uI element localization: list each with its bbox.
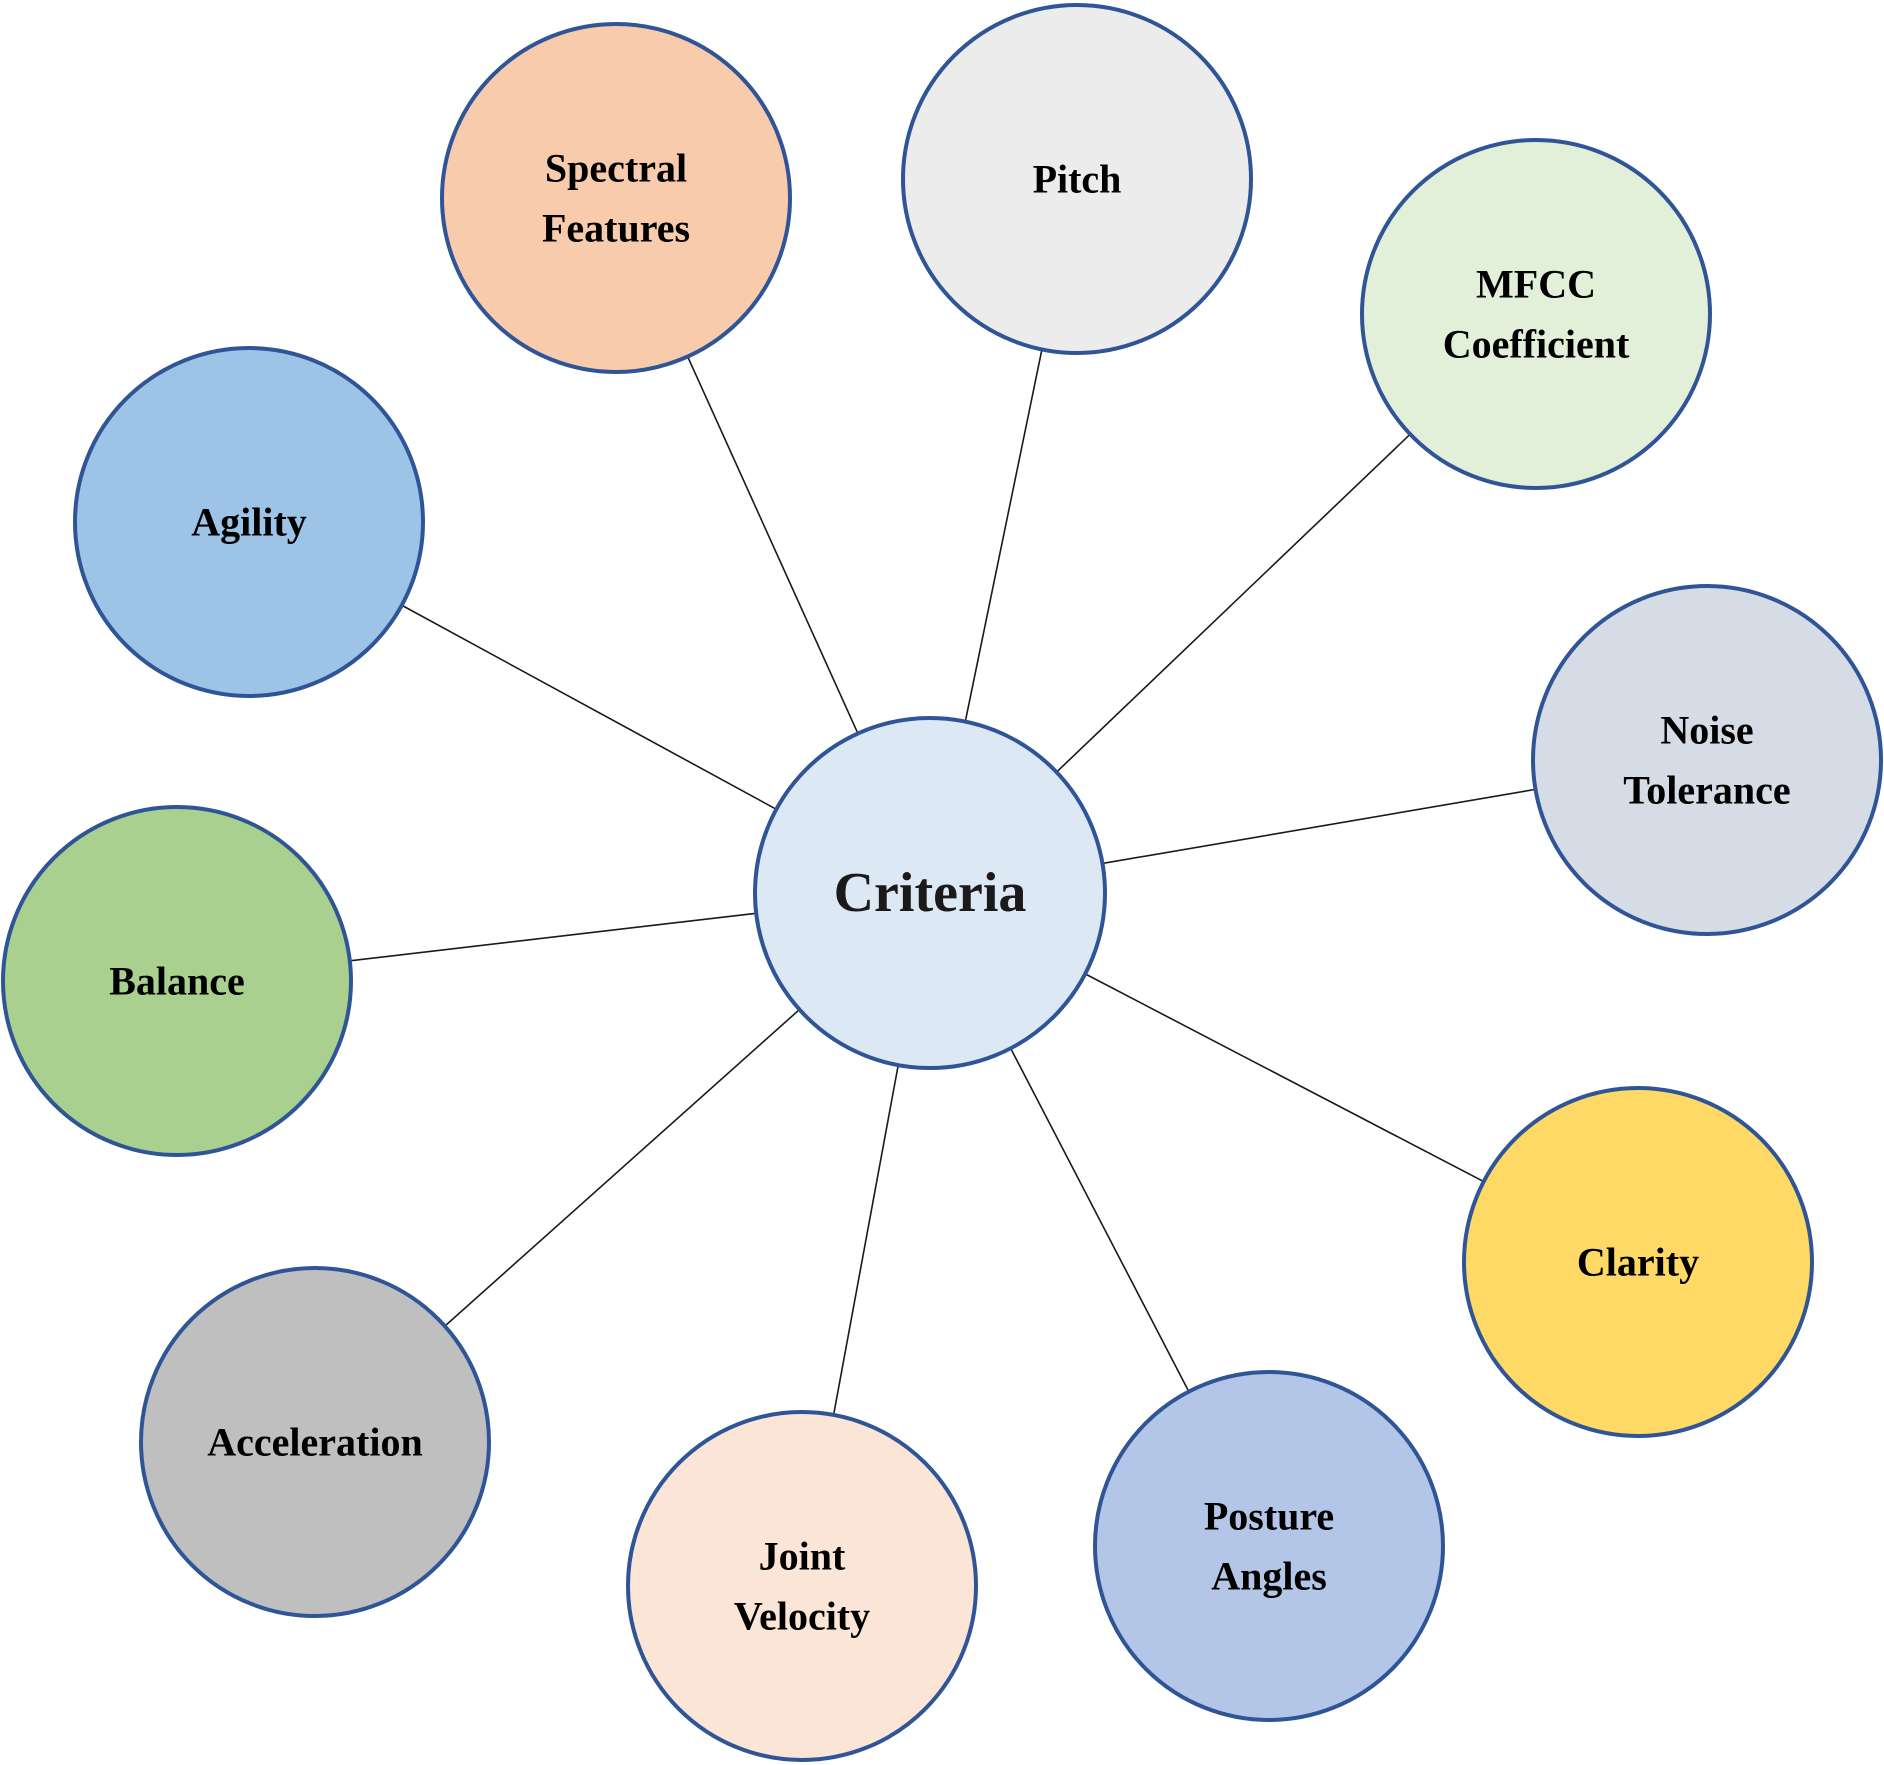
posture-angles-circle: [1093, 1370, 1445, 1722]
connector-posture-angles: [1009, 1047, 1190, 1392]
criteria-circle: [753, 716, 1107, 1070]
agility-label: Agility: [191, 500, 307, 545]
connector-clarity: [1084, 973, 1485, 1183]
joint-velocity-label-line-2: Velocity: [734, 1594, 870, 1639]
balance-circle: [1, 805, 353, 1157]
connector-acceleration: [444, 1008, 800, 1327]
joint-velocity-label-line-1: Joint: [759, 1534, 846, 1579]
connector-balance: [349, 912, 757, 962]
acceleration-label: Acceleration: [207, 1420, 422, 1465]
joint-velocity-circle: [626, 1410, 978, 1762]
node-mfcc-coefficient: MFCC Coefficient: [1360, 138, 1712, 490]
connector-mfcc-coefficient: [1055, 433, 1411, 773]
node-balance: Balance: [1, 805, 353, 1157]
noise-tolerance-label-line-1: Noise: [1660, 708, 1753, 753]
criteria-label: Criteria: [834, 862, 1027, 924]
posture-angles-label-line-1: Posture: [1204, 1494, 1334, 1539]
connector-agility: [401, 604, 777, 810]
acceleration-circle: [139, 1266, 491, 1618]
pitch-label: Pitch: [1033, 157, 1122, 202]
connector-pitch: [964, 349, 1043, 722]
mfcc-coefficient-label-line-1: MFCC: [1476, 262, 1596, 307]
agility-circle: [73, 346, 425, 698]
pitch-circle: [901, 3, 1253, 355]
connector-noise-tolerance: [1102, 788, 1536, 865]
balance-label: Balance: [109, 959, 245, 1004]
node-clarity: Clarity: [1462, 1086, 1814, 1438]
noise-tolerance-label-line-2: Tolerance: [1623, 768, 1790, 813]
clarity-circle: [1462, 1086, 1814, 1438]
center-node: Criteria: [753, 716, 1107, 1070]
connector-spectral-features: [686, 356, 859, 734]
connector-joint-velocity: [832, 1064, 900, 1416]
node-agility: Agility: [73, 346, 425, 698]
noise-tolerance-circle: [1531, 584, 1883, 936]
mfcc-coefficient-circle: [1360, 138, 1712, 490]
node-acceleration: Acceleration: [139, 1266, 491, 1618]
clarity-label: Clarity: [1577, 1240, 1699, 1285]
spectral-features-label-line-1: Spectral: [545, 146, 687, 191]
spectral-features-label-line-2: Features: [542, 206, 690, 251]
posture-angles-label-line-2: Angles: [1211, 1554, 1327, 1599]
connector-lines: [349, 349, 1536, 1416]
spectral-features-circle: [440, 22, 792, 374]
node-pitch: Pitch: [901, 3, 1253, 355]
mfcc-coefficient-label-line-2: Coefficient: [1443, 322, 1630, 367]
